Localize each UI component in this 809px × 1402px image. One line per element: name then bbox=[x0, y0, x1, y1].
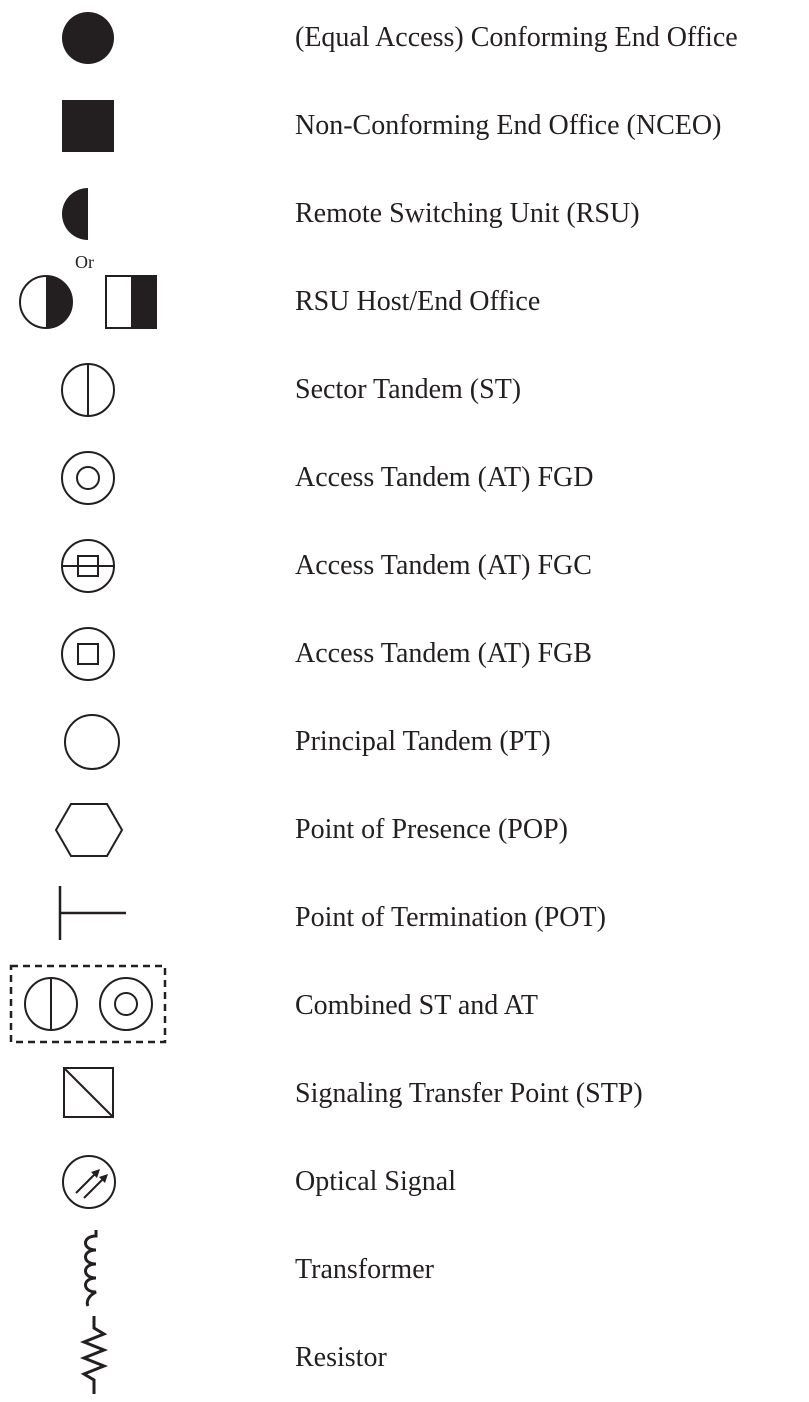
access-tandem-fgd-icon bbox=[0, 434, 180, 522]
signaling-transfer-point-icon bbox=[0, 1050, 180, 1138]
legend-row: Optical Signal bbox=[0, 1138, 809, 1226]
legend-row: (Equal Access) Conforming End Office bbox=[0, 0, 809, 82]
legend-row: Non-Conforming End Office (NCEO) bbox=[0, 82, 809, 170]
principal-tandem-icon bbox=[0, 698, 180, 786]
optical-signal-icon bbox=[0, 1138, 180, 1226]
symbol-label: Remote Switching Unit (RSU) bbox=[295, 198, 640, 229]
legend-row: Sector Tandem (ST) bbox=[0, 346, 809, 434]
symbol-label: Principal Tandem (PT) bbox=[295, 726, 551, 757]
rsu-host-end-office-icon: Or bbox=[0, 252, 180, 346]
symbol-label: Access Tandem (AT) FGD bbox=[295, 462, 594, 493]
legend-row: Signaling Transfer Point (STP) bbox=[0, 1050, 809, 1138]
access-tandem-fgc-icon bbox=[0, 522, 180, 610]
legend-row: Access Tandem (AT) FGC bbox=[0, 522, 809, 610]
symbol-label: Combined ST and AT bbox=[295, 990, 538, 1021]
symbol-label: Point of Termination (POT) bbox=[295, 902, 606, 933]
symbol-label: Signaling Transfer Point (STP) bbox=[295, 1078, 643, 1109]
symbol-label: Point of Presence (POP) bbox=[295, 814, 568, 845]
symbol-label: RSU Host/End Office bbox=[295, 286, 541, 317]
symbol-label: Transformer bbox=[295, 1254, 434, 1285]
point-of-presence-icon bbox=[0, 786, 180, 874]
legend-row: Access Tandem (AT) FGB bbox=[0, 610, 809, 698]
symbol-label: (Equal Access) Conforming End Office bbox=[295, 22, 738, 53]
or-text: Or bbox=[75, 252, 94, 272]
point-of-termination-icon bbox=[0, 874, 180, 962]
symbol-label: Resistor bbox=[295, 1342, 387, 1373]
legend-row: Point of Termination (POT) bbox=[0, 874, 809, 962]
remote-switching-unit-icon bbox=[0, 170, 180, 258]
legend-row: Or RSU Host/End Office bbox=[0, 252, 809, 346]
conforming-end-office-icon bbox=[0, 0, 180, 82]
legend-row: Combined ST and AT bbox=[0, 962, 809, 1050]
symbol-label: Access Tandem (AT) FGB bbox=[295, 638, 592, 669]
sector-tandem-icon bbox=[0, 346, 180, 434]
legend-row: Resistor bbox=[0, 1314, 809, 1402]
legend-row: Principal Tandem (PT) bbox=[0, 698, 809, 786]
legend-row: Transformer bbox=[0, 1226, 809, 1314]
symbol-label: Access Tandem (AT) FGC bbox=[295, 550, 592, 581]
legend-row: Remote Switching Unit (RSU) bbox=[0, 170, 809, 258]
resistor-icon bbox=[0, 1314, 180, 1402]
transformer-icon bbox=[0, 1226, 180, 1314]
symbol-label: Sector Tandem (ST) bbox=[295, 374, 522, 405]
non-conforming-end-office-icon bbox=[0, 82, 180, 170]
access-tandem-fgb-icon bbox=[0, 610, 180, 698]
combined-st-at-icon bbox=[0, 962, 180, 1050]
legend-row: Access Tandem (AT) FGD bbox=[0, 434, 809, 522]
symbol-label: Non-Conforming End Office (NCEO) bbox=[295, 110, 722, 141]
symbol-label: Optical Signal bbox=[295, 1166, 456, 1197]
legend-row: Point of Presence (POP) bbox=[0, 786, 809, 874]
